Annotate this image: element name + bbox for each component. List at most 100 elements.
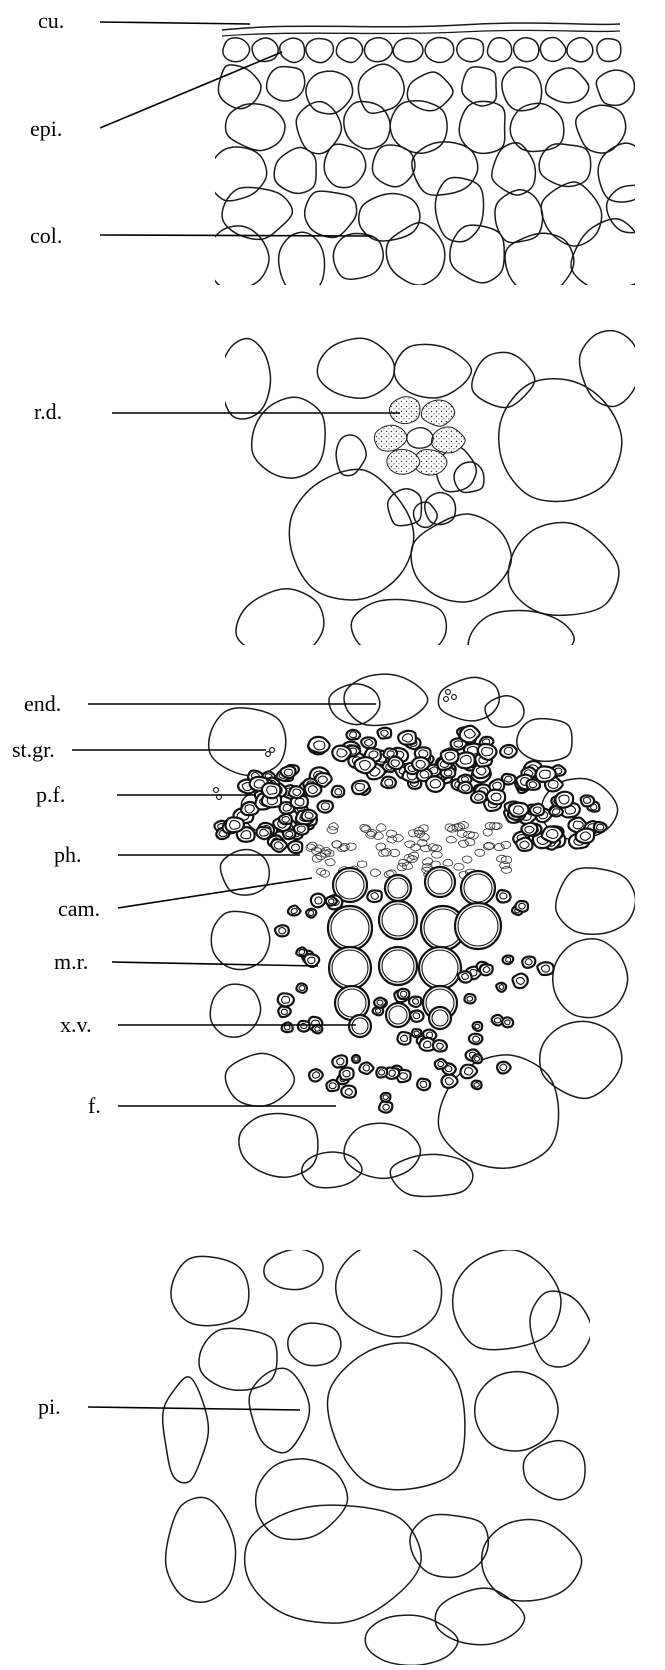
collenchyma-cell (296, 102, 341, 154)
parenchyma-cell (394, 344, 471, 398)
phloem-cell (357, 861, 367, 867)
xylem-vessel (379, 901, 417, 939)
parenchyma-cell (236, 589, 324, 661)
xylem-fiber (472, 1081, 482, 1090)
starch-grain (266, 752, 271, 757)
pericyclic-fiber (388, 757, 403, 770)
parenchyma-cell (351, 600, 446, 659)
collenchyma-cell (386, 223, 445, 286)
pith-cell (256, 1459, 348, 1540)
pith-cell (336, 1244, 442, 1337)
phloem-cell (393, 835, 403, 842)
endodermis-parenchyma-cell (225, 1053, 294, 1106)
collenchyma-cell (274, 147, 316, 193)
resin-secretory-cell (431, 427, 465, 453)
phloem-cell (475, 849, 485, 856)
starch-grain (452, 695, 457, 700)
epidermis-panel (207, 23, 665, 297)
xylem-fiber (298, 1021, 310, 1032)
phloem-cell (454, 863, 464, 870)
leader-line-cu (100, 22, 250, 24)
pericyclic-fiber (377, 728, 391, 739)
collenchyma-cell (372, 145, 414, 187)
xylem-fiber (359, 1062, 373, 1073)
xylem-fiber (480, 964, 493, 975)
parenchyma-cell (454, 462, 484, 493)
collenchyma-cell (459, 101, 505, 153)
xylem-fiber (397, 1032, 410, 1045)
epidermal-cell (336, 38, 362, 63)
pericyclic-fiber (398, 731, 416, 745)
phloem-cell (376, 824, 386, 831)
leader-line-cam (118, 878, 312, 908)
xylem-vessel (329, 947, 371, 989)
xylem-fiber (376, 1067, 387, 1077)
collenchyma-cell (267, 67, 305, 101)
endodermis-parenchyma-cell (209, 708, 286, 776)
pith-cell (475, 1372, 558, 1451)
label-epi: epi. (30, 116, 62, 141)
xylem-fiber (282, 1022, 293, 1032)
xylem-vessel (461, 871, 495, 905)
pith-cell (410, 1514, 488, 1577)
xylem-fiber (472, 1054, 482, 1063)
collenchyma-cell (546, 68, 589, 103)
epidermal-cell (393, 38, 423, 62)
pericyclic-fiber (478, 744, 497, 760)
endodermis-parenchyma-cell (210, 984, 260, 1037)
phloem-cell (321, 847, 331, 854)
xylem-fiber (312, 1025, 322, 1034)
resin-secretory-cell (421, 400, 454, 426)
pith-cell (288, 1323, 341, 1365)
phloem-cell (419, 825, 428, 832)
collenchyma-cell (462, 67, 497, 106)
leader-line-pi (88, 1407, 300, 1410)
pericyclic-fiber (332, 746, 351, 761)
epidermal-cell (488, 38, 512, 62)
pith-cell (328, 1343, 465, 1490)
pericyclic-fiber (302, 810, 317, 821)
xylem-fiber (442, 1074, 458, 1087)
xylem-fiber (410, 1010, 423, 1021)
starch-grain (214, 788, 219, 793)
endodermis-parenchyma-cell (438, 677, 499, 721)
endodermis-parenchyma-cell (211, 911, 269, 969)
phloem-cell (332, 841, 342, 848)
collenchyma-cell (571, 219, 645, 290)
epidermal-cell (223, 38, 250, 62)
xylem-vessel (328, 906, 372, 950)
pith-cell (166, 1497, 236, 1602)
label-cam: cam. (58, 896, 100, 921)
xylem-fiber (464, 994, 475, 1003)
xylem-fiber (492, 1015, 503, 1026)
pericyclic-fiber (487, 790, 505, 805)
starch-grain (270, 748, 275, 753)
collenchyma-cell (222, 187, 292, 239)
parenchyma-cell (499, 379, 622, 502)
phloem-cell (397, 863, 406, 871)
resin-secretory-cell (390, 397, 420, 424)
endodermis-parenchyma-cell (553, 939, 628, 1018)
collenchyma-cell (226, 104, 285, 151)
pith-panel (163, 1244, 592, 1665)
xylem-fiber (296, 984, 307, 993)
pericyclic-fiber (555, 792, 573, 808)
epidermal-cell (306, 39, 333, 63)
endodermis-parenchyma-cell (344, 1123, 420, 1178)
phloem-cell (465, 839, 475, 846)
collenchyma-cell (412, 142, 478, 195)
label-xv: x.v. (60, 1012, 92, 1037)
xylem-fiber (497, 890, 511, 902)
xylem-fiber (513, 974, 528, 988)
collenchyma-cell (209, 147, 266, 201)
leader-line-mr (112, 962, 318, 966)
parenchyma-cell (221, 338, 271, 419)
xylem-vessel (425, 867, 455, 897)
xylem-fiber (473, 1022, 483, 1031)
pith-cell (264, 1249, 323, 1289)
starch-grain (446, 690, 451, 695)
epidermal-cell (540, 37, 566, 61)
xylem-vessel (386, 1003, 410, 1027)
parenchyma-cell (252, 397, 325, 478)
xylem-fiber (537, 962, 553, 975)
